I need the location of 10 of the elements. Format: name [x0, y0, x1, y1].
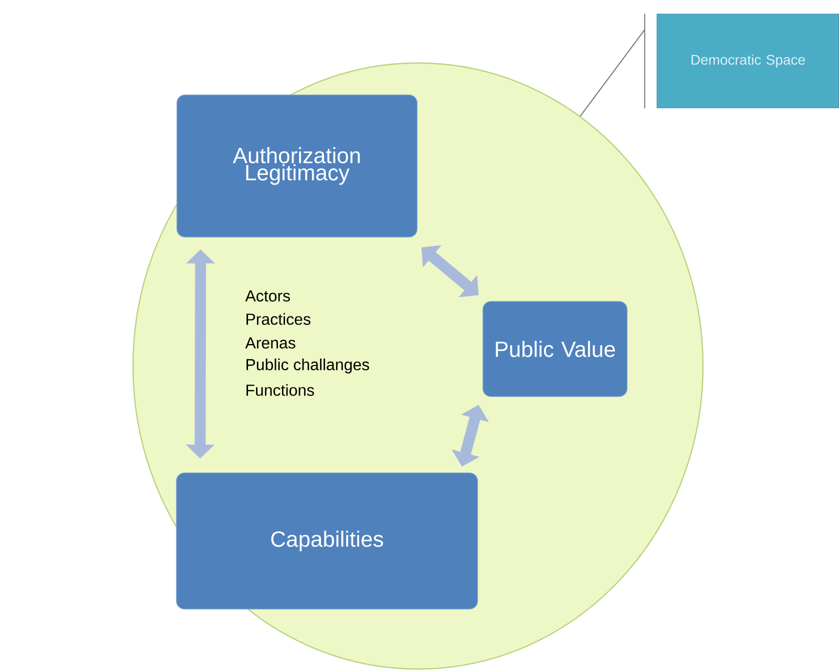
- rounded-box: Authorization Legitimacy: [176, 94, 418, 238]
- list-item: Practices: [246, 313, 310, 325]
- rounded-box: Capabilities: [176, 472, 478, 610]
- rounded-box: Public Value: [482, 301, 628, 397]
- list-item: Actors: [245, 290, 290, 302]
- leader-line: [580, 13, 646, 117]
- list-item: Public challanges: [246, 358, 370, 374]
- callout-box: Democratic Space: [656, 14, 839, 108]
- list-item: Arenas: [245, 337, 296, 349]
- list-item: Functions: [246, 384, 314, 396]
